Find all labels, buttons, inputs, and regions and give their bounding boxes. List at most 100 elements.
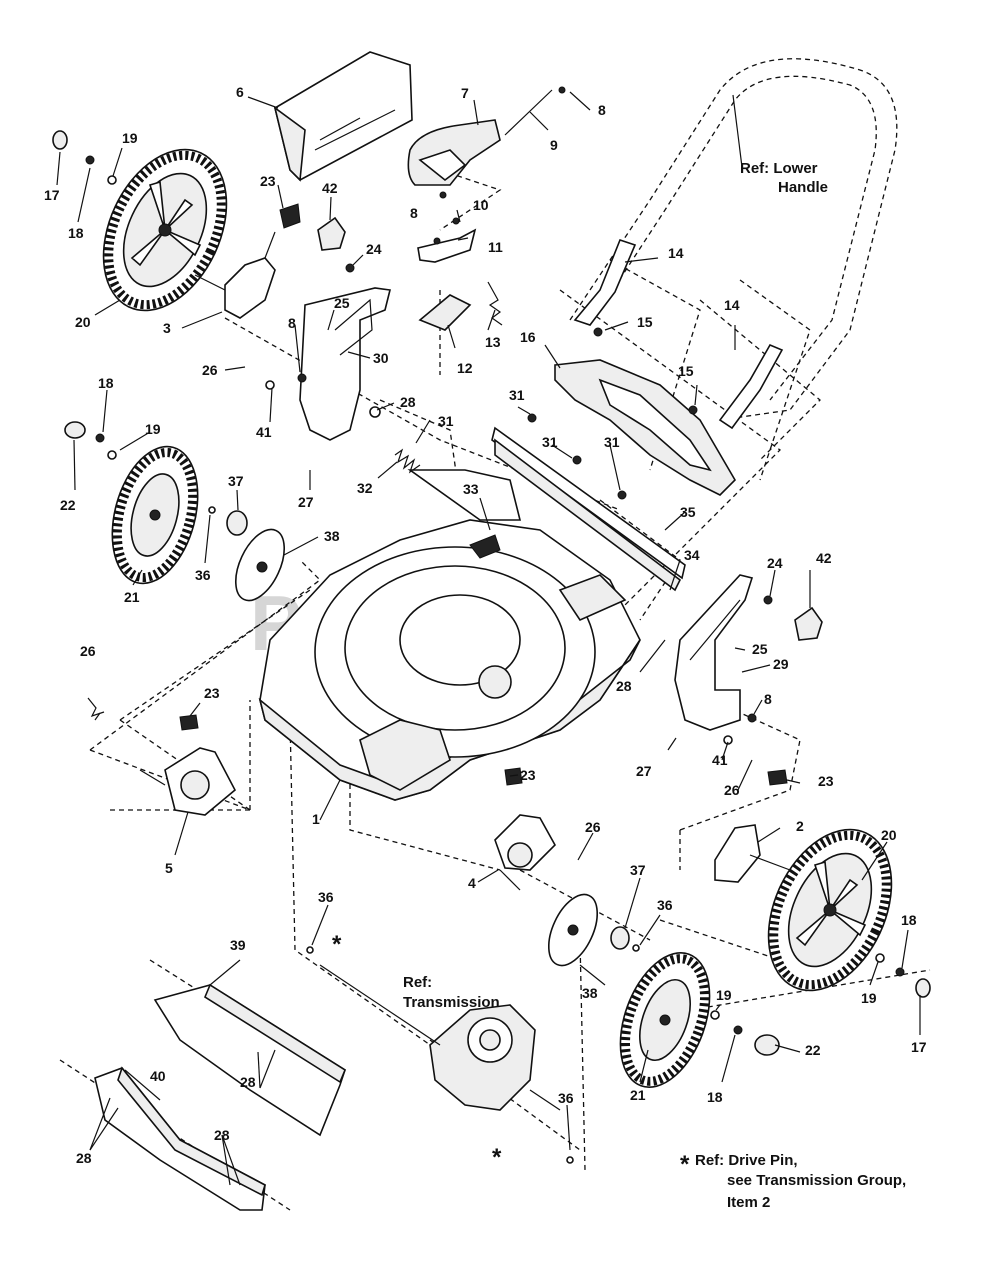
callout-35: 35: [680, 504, 696, 520]
part-32-spring: [394, 448, 421, 474]
callout-18: 18: [98, 375, 114, 391]
callout-26: 26: [724, 782, 740, 798]
part-21-wheel-front-left: [111, 445, 199, 585]
part-11-12-13-latch: [417, 191, 503, 331]
callout-31: 31: [438, 413, 454, 429]
part-26-bolt: [87, 697, 105, 718]
callout-38: 38: [324, 528, 340, 544]
callout-36: 36: [195, 567, 211, 583]
callout-39: 39: [230, 937, 246, 953]
lower-handle-outline: [569, 58, 898, 430]
callout-28: 28: [214, 1127, 230, 1143]
callout-18: 18: [68, 225, 84, 241]
callout-23: 23: [520, 767, 536, 783]
callout-28: 28: [400, 394, 416, 410]
part-4-axle-bracket: [494, 814, 556, 891]
callout-36: 36: [318, 889, 334, 905]
callout-38: 38: [582, 985, 598, 1001]
callout-8: 8: [598, 102, 606, 118]
part-40-trailing-shield: [94, 1066, 266, 1211]
drive-pin-marker: *: [332, 931, 342, 958]
part-42-knob: [317, 216, 823, 641]
callout-26: 26: [80, 643, 96, 659]
callout-42: 42: [816, 550, 832, 566]
callout-24: 24: [767, 555, 783, 571]
part-9-rod: [504, 89, 553, 136]
callout-14: 14: [724, 297, 740, 313]
ref-transmission-line2: Transmission: [403, 994, 500, 1011]
callout-25: 25: [752, 641, 768, 657]
callout-28: 28: [76, 1150, 92, 1166]
callout-40: 40: [150, 1068, 166, 1084]
part-22-cap: [64, 421, 86, 439]
callout-28: 28: [616, 678, 632, 694]
callout-32: 32: [357, 480, 373, 496]
callout-8: 8: [410, 205, 418, 221]
part-6-rear-flap: [273, 51, 413, 182]
callout-41: 41: [256, 424, 272, 440]
callout-15: 15: [678, 363, 694, 379]
callout-1: 1: [312, 811, 320, 827]
callout-26: 26: [585, 819, 601, 835]
callout-23: 23: [260, 173, 276, 189]
part-5-axle-bracket: [139, 747, 237, 816]
callout-33: 33: [463, 481, 479, 497]
callout-37: 37: [228, 473, 244, 489]
callout-30: 30: [373, 350, 389, 366]
callout-8: 8: [764, 691, 772, 707]
callout-19: 19: [122, 130, 138, 146]
ref-transmission-line1: Ref:: [403, 974, 432, 991]
ref-drive-pin-line3: Item 2: [727, 1194, 770, 1211]
part-35-baffle: [491, 426, 686, 592]
ref-drive-pin-line2: see Transmission Group,: [727, 1172, 906, 1189]
ref-lower-handle-line2: Handle: [778, 179, 828, 196]
callout-36: 36: [558, 1090, 574, 1106]
part-3-axle-bracket: [194, 231, 276, 319]
drive-pin-note-marker: *: [680, 1151, 690, 1178]
callout-3: 3: [163, 320, 171, 336]
callout-20: 20: [881, 827, 897, 843]
callout-27: 27: [298, 494, 314, 510]
callout-21: 21: [630, 1087, 646, 1103]
part-39-rear-shield: [153, 983, 346, 1137]
part-20-wheel-rear-left: [102, 148, 228, 312]
hardware-fasteners: [85, 155, 905, 1164]
part-22-cap: [754, 1034, 780, 1056]
callout-labels: 6 7 8 9 8 10 11 12 13 14 15 14 15 16 17 …: [44, 84, 927, 1166]
callout-42: 42: [322, 180, 338, 196]
callout-11: 11: [488, 239, 503, 255]
callout-19: 19: [861, 990, 877, 1006]
part-20-wheel-rear-right: [767, 828, 893, 992]
callout-16: 16: [520, 329, 536, 345]
callout-19: 19: [145, 421, 161, 437]
callout-18: 18: [707, 1089, 723, 1105]
callout-4: 4: [468, 875, 476, 891]
part-7-bracket: [407, 119, 501, 186]
part-1-deck: [258, 469, 641, 801]
callout-24: 24: [366, 241, 382, 257]
part-37-gear: [226, 510, 630, 950]
callout-34: 34: [684, 547, 700, 563]
ref-lower-handle-line1: Ref: Lower: [740, 160, 818, 177]
callout-36: 36: [657, 897, 673, 913]
callout-31: 31: [509, 387, 525, 403]
callout-27: 27: [636, 763, 652, 779]
callout-2: 2: [796, 818, 804, 834]
callout-22: 22: [60, 497, 76, 513]
ref-drive-pin-line1: Ref: Drive Pin,: [695, 1152, 798, 1169]
part-8-nut: [558, 86, 566, 94]
drive-pin-marker: *: [492, 1144, 502, 1171]
callout-31: 31: [604, 434, 620, 450]
callout-14: 14: [668, 245, 684, 261]
callout-22: 22: [805, 1042, 821, 1058]
part-21-wheel-front-right: [619, 952, 711, 1088]
callout-5: 5: [165, 860, 173, 876]
part-30-height-plate: [299, 287, 391, 441]
callout-23: 23: [818, 773, 834, 789]
callout-25: 25: [334, 295, 350, 311]
part-29-height-plate: [674, 574, 754, 731]
callout-20: 20: [75, 314, 91, 330]
callout-29: 29: [773, 656, 789, 672]
leader-lines: [56, 91, 921, 1186]
